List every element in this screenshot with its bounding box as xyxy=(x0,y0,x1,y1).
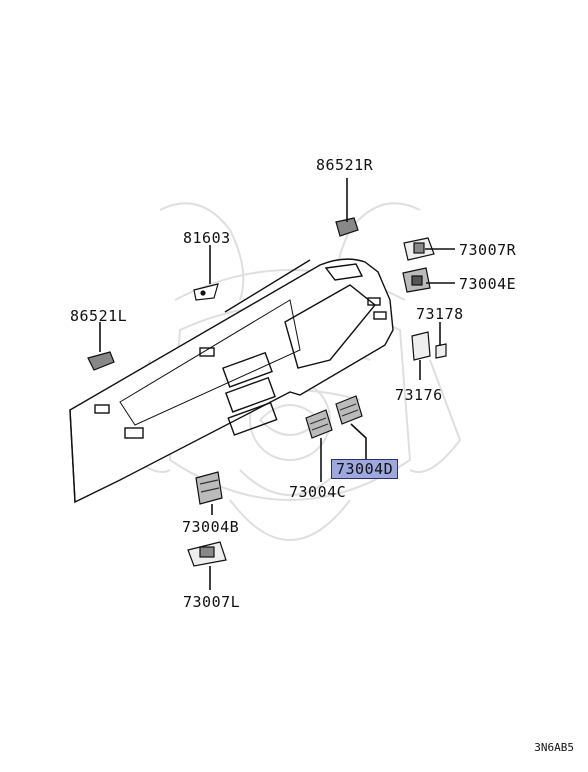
part-73004C xyxy=(305,409,333,439)
part-73004D xyxy=(335,395,363,425)
callout-73004C[interactable]: 73004C xyxy=(289,483,347,501)
part-86521L xyxy=(87,351,115,371)
callout-73007L[interactable]: 73007L xyxy=(183,593,241,611)
callout-73007R[interactable]: 73007R xyxy=(459,241,517,259)
part-73007L xyxy=(187,541,227,567)
callout-73178[interactable]: 73178 xyxy=(416,305,464,323)
callout-81603[interactable]: 81603 xyxy=(183,229,231,247)
part-81603 xyxy=(193,283,219,301)
diagram-code: 3N6AB5 xyxy=(534,741,574,754)
dashboard-panel xyxy=(69,258,394,504)
callout-73004D[interactable]: 73004D xyxy=(331,459,399,479)
part-73007R xyxy=(403,237,435,261)
callout-86521R[interactable]: 86521R xyxy=(316,156,374,174)
callout-73004E[interactable]: 73004E xyxy=(459,275,517,293)
part-86521R xyxy=(335,217,359,237)
part-73004E xyxy=(402,267,431,293)
part-73178 xyxy=(435,343,447,359)
part-73176 xyxy=(411,331,431,361)
leader-lines xyxy=(99,178,455,590)
callout-73176[interactable]: 73176 xyxy=(395,386,443,404)
part-73004B xyxy=(195,471,223,505)
callout-73004B[interactable]: 73004B xyxy=(182,518,240,536)
callout-86521L[interactable]: 86521L xyxy=(70,307,128,325)
